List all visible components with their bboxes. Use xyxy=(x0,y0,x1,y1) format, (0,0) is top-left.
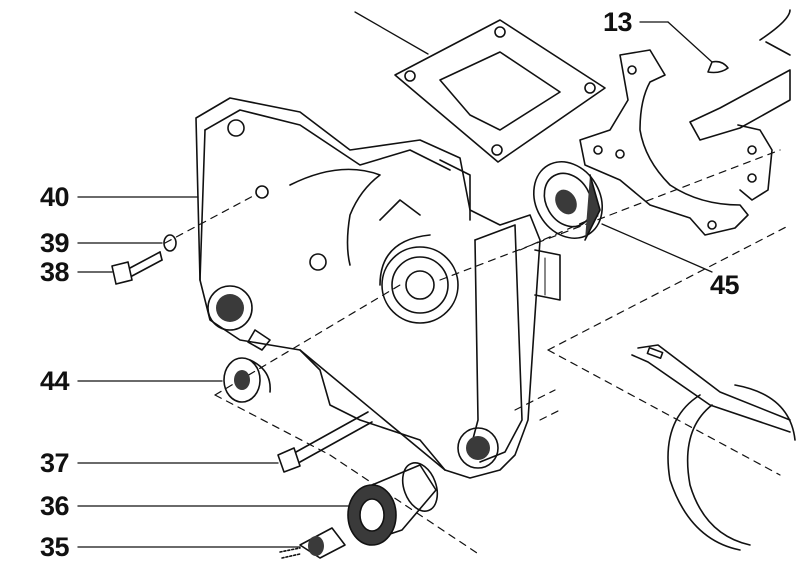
callout-40: 40 xyxy=(40,182,70,212)
part-35 xyxy=(279,527,346,559)
bearing-plate xyxy=(579,49,773,236)
leader-lines xyxy=(77,11,713,548)
screw-38 xyxy=(111,251,163,285)
screw-37 xyxy=(277,411,373,473)
bushing-44 xyxy=(223,357,271,403)
callout-45: 45 xyxy=(710,270,740,300)
bearing-45 xyxy=(533,161,603,241)
callout-39: 39 xyxy=(40,228,70,258)
callout-36: 36 xyxy=(40,491,70,521)
cylinder-gasket xyxy=(394,19,606,163)
callout-38: 38 xyxy=(40,257,70,287)
callout-13: 13 xyxy=(603,7,633,37)
crankshaft xyxy=(689,9,791,141)
brake-band xyxy=(631,344,796,551)
callout-44: 44 xyxy=(40,366,70,396)
callout-37: 37 xyxy=(40,448,70,478)
callout-35: 35 xyxy=(40,532,70,562)
assembly-dashed-lines xyxy=(164,149,791,556)
crankcase-half xyxy=(195,97,561,479)
washer-39 xyxy=(163,234,177,252)
bushing-36 xyxy=(347,462,439,546)
